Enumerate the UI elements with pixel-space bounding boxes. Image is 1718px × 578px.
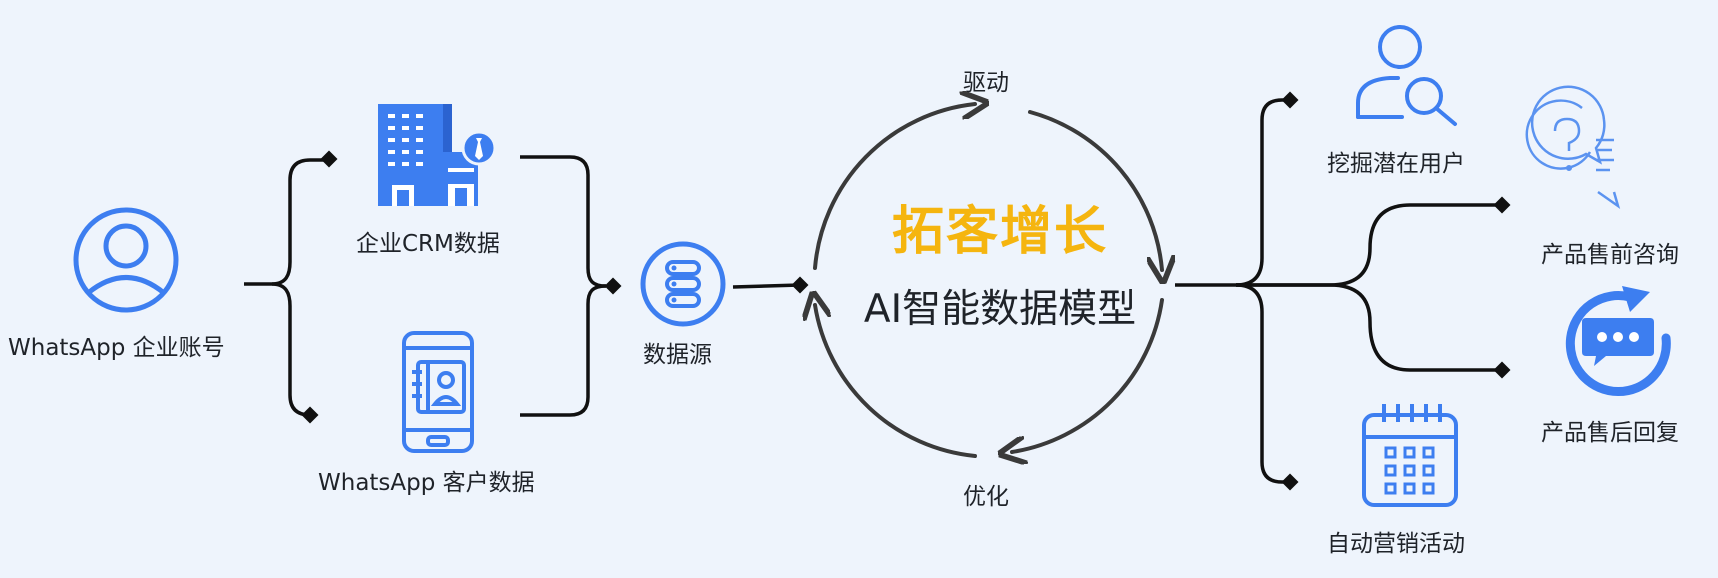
- tree-connector-right: [1175, 98, 1500, 484]
- hub-label: 数据源: [643, 342, 712, 368]
- hub-to-cycle-line: [732, 283, 801, 289]
- arc-drive-right: [1028, 110, 1162, 270]
- input-label-crm: 企业CRM数据: [356, 231, 500, 257]
- chat-reply-icon: [1565, 286, 1671, 397]
- connector-node: [1281, 473, 1299, 491]
- connector-node: [791, 276, 809, 294]
- connector-node: [1493, 361, 1511, 379]
- connector-node: [1281, 91, 1299, 109]
- phone-contact-icon: [402, 331, 474, 453]
- output-label-aftersales: 产品售后回复: [1541, 420, 1679, 446]
- source-label: WhatsApp 企业账号: [8, 335, 225, 361]
- output-label-marketing: 自动营销活动: [1327, 531, 1465, 557]
- arc-optimize: [1012, 298, 1164, 452]
- user-circle-icon: [73, 207, 179, 313]
- database-icon: [640, 241, 726, 327]
- cycle-bottom-label: 优化: [963, 484, 1009, 510]
- connector-node: [604, 277, 622, 295]
- brace-connector-merge: [520, 155, 607, 417]
- input-label-whatsapp-customers: WhatsApp 客户数据: [318, 470, 535, 496]
- connector-node: [301, 406, 319, 424]
- arc-drive: [813, 104, 975, 270]
- output-label-potential-users: 挖掘潜在用户: [1327, 151, 1465, 177]
- cycle-top-label: 驱动: [963, 70, 1009, 96]
- connector-node: [1493, 196, 1511, 214]
- user-search-icon: [1356, 25, 1457, 126]
- calendar-icon: [1362, 404, 1458, 507]
- office-building-icon: [378, 104, 497, 206]
- connector-node: [320, 150, 338, 168]
- output-label-presales: 产品售前咨询: [1541, 242, 1679, 268]
- brace-connector-left: [244, 158, 330, 417]
- arc-optimize-left: [815, 305, 977, 458]
- chat-question-icon: [1525, 85, 1621, 210]
- cycle-subtitle: AI智能数据模型: [863, 287, 1137, 332]
- cycle-title: 拓客增长: [891, 202, 1108, 262]
- cycle-arcs: [815, 104, 1162, 456]
